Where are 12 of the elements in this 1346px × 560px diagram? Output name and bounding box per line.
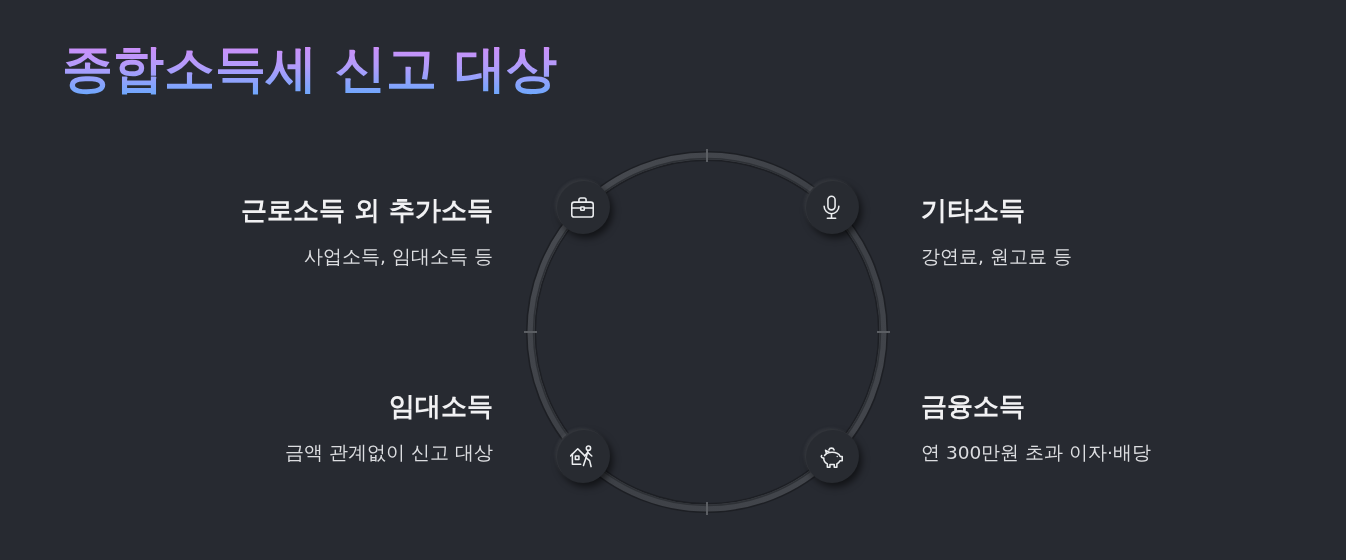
icon-circle [555,180,610,234]
item-heading: 임대소득 [389,390,493,422]
item-heading: 금융소득 [921,390,1025,422]
icon-circle [555,429,610,483]
icon-circle [804,429,859,483]
item-description: 강연료, 원고료 등 [921,246,1072,269]
item-description: 연 300만원 초과 이자·배당 [921,442,1151,465]
icon-circle [804,180,859,234]
item-description: 사업소득, 임대소득 등 [304,246,493,269]
item-heading: 기타소득 [921,194,1025,226]
item-heading: 근로소득 외 추가소득 [241,194,494,226]
item-description: 금액 관계없이 신고 대상 [285,442,493,465]
